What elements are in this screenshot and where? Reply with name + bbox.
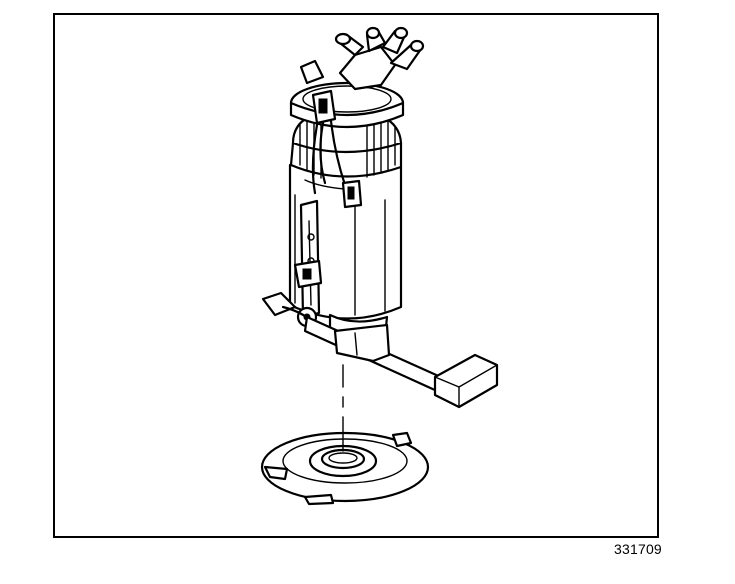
figure-frame xyxy=(53,13,659,538)
tank-seal xyxy=(308,444,378,478)
fuel-pump-module-illustration xyxy=(260,26,499,506)
module-cover xyxy=(289,81,405,129)
fuel-float xyxy=(433,353,499,409)
electrical-connector xyxy=(311,89,363,209)
strainer xyxy=(333,323,391,363)
figure-id-label: 331709 xyxy=(614,541,662,557)
fuel-line-fittings xyxy=(299,26,425,91)
